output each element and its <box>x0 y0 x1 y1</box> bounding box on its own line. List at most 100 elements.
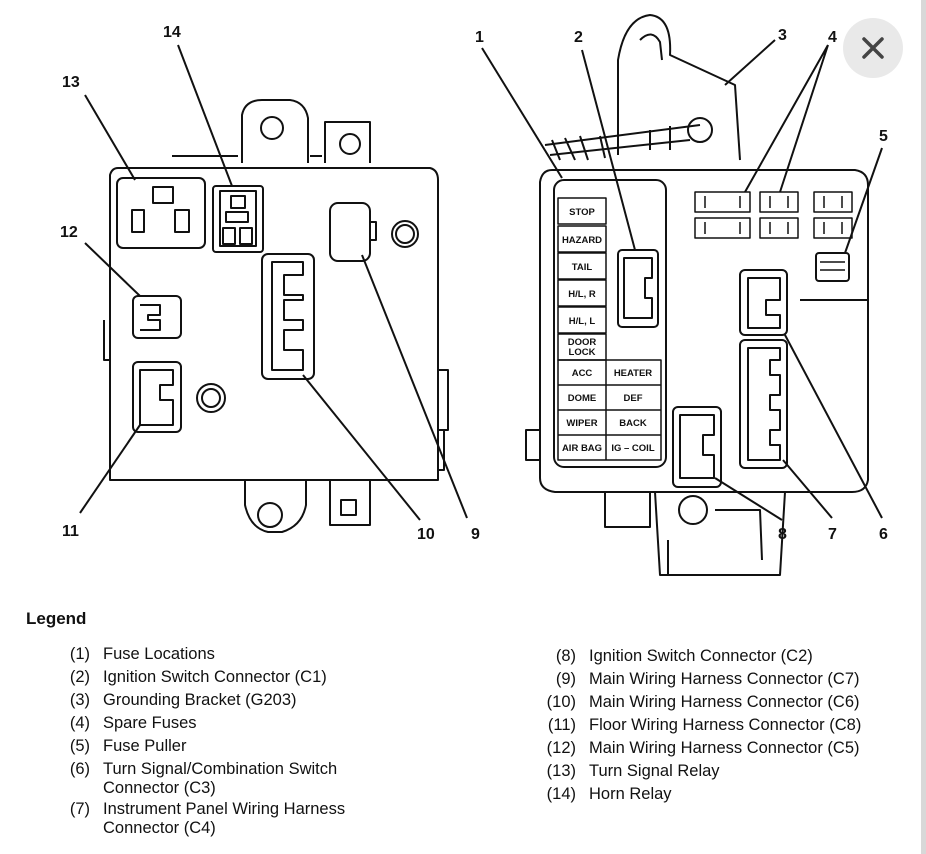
legend-text: Ignition Switch Connector (C1) <box>103 668 327 686</box>
legend-number: (5) <box>69 737 90 755</box>
turn-signal-relay <box>116 177 206 249</box>
callout-13: 13 <box>62 74 80 91</box>
fuse-label-wiper: WIPER <box>566 418 597 429</box>
mounting-tab <box>241 99 309 163</box>
fuse-label-def: DEF <box>624 393 643 404</box>
connector-c8 <box>132 361 182 433</box>
callout-5: 5 <box>879 128 888 145</box>
legend-number: (10) <box>546 693 576 711</box>
fuse-label-back: BACK <box>619 418 647 429</box>
legend-number: (14) <box>546 785 576 803</box>
legend-number: (2) <box>69 668 90 686</box>
legend-text: Turn Signal Relay <box>589 762 720 780</box>
mounting-tab <box>324 121 371 163</box>
fuse-label-stop: STOP <box>569 207 595 218</box>
legend-number: (3) <box>69 691 90 709</box>
callout-1: 1 <box>475 29 484 46</box>
callout-7: 7 <box>828 526 837 543</box>
legend-number: (11) <box>547 716 576 734</box>
legend-item: (2) Ignition Switch Connector (C1) <box>62 666 345 689</box>
close-button[interactable] <box>843 18 903 78</box>
legend-item: (9) Main Wiring Harness Connector (C7) <box>540 668 861 691</box>
fuse-panel <box>553 179 667 468</box>
legend-item: (13) Turn Signal Relay <box>540 760 861 783</box>
legend-item: (5) Fuse Puller <box>62 735 345 758</box>
grounding-bracket <box>617 14 741 161</box>
fuse-label-hl-r: H/L, R <box>568 289 596 300</box>
callout-3: 3 <box>778 27 787 44</box>
legend-text: Instrument Panel Wiring Harness Connecto… <box>103 800 346 837</box>
connector-c4 <box>739 339 788 469</box>
mounting-hole <box>339 133 361 155</box>
callout-10: 10 <box>417 526 435 543</box>
legend-number: (7) <box>69 800 90 818</box>
legend-text: Main Wiring Harness Connector (C7) <box>589 670 860 688</box>
callout-11: 11 <box>62 523 79 540</box>
horn-relay <box>212 185 264 253</box>
spare-fuses <box>694 191 853 239</box>
callout-12: 12 <box>60 224 78 241</box>
legend-left-column: (1) Fuse Locations (2) Ignition Switch Con… <box>62 643 345 838</box>
legend-right-column: (8) Ignition Switch Connector (C2) (9) Mai… <box>540 645 862 806</box>
mounting-hole <box>260 116 284 140</box>
legend-number: (4) <box>69 714 90 732</box>
legend-item: (4) Spare Fuses <box>62 712 345 735</box>
callout-14: 14 <box>163 24 181 41</box>
legend-text: Floor Wiring Harness Connector (C8) <box>589 716 862 734</box>
legend-text: Fuse Puller <box>103 737 187 755</box>
legend-item: (14) Horn Relay <box>540 783 861 806</box>
legend-text: Ignition Switch Connector (C2) <box>589 647 813 665</box>
mounting-hole <box>257 502 283 528</box>
fuse-block-diagram: 14 13 12 11 10 9 1 2 3 4 5 8 7 6 STOP HA… <box>60 14 888 576</box>
legend-item: (6) Turn Signal/Combination Switch Connec… <box>62 758 345 798</box>
legend-text: Turn Signal/Combination Switch Connector… <box>103 760 338 797</box>
callout-8: 8 <box>778 526 787 543</box>
block-body <box>109 167 439 481</box>
fuse-label-hazard: HAZARD <box>562 235 602 246</box>
fuse-label-hl-l: H/L, L <box>569 316 596 327</box>
fuse-label-tail: TAIL <box>572 262 593 273</box>
connector-c6 <box>261 253 315 380</box>
connector-c1 <box>617 249 659 328</box>
fuse-label-lock: LOCK <box>569 347 596 358</box>
legend-item: (3) Grounding Bracket (G203) <box>62 689 345 712</box>
legend-item: (12) Main Wiring Harness Connector (C5) <box>540 737 861 760</box>
legend-item: (11) Floor Wiring Harness Connector (C8) <box>540 714 861 737</box>
callout-4: 4 <box>828 29 837 46</box>
connector-c3 <box>739 269 788 336</box>
legend-text: Spare Fuses <box>103 714 197 732</box>
window-edge <box>921 0 926 854</box>
legend-number: (12) <box>546 739 576 757</box>
block-body <box>539 169 869 493</box>
legend-text: Main Wiring Harness Connector (C6) <box>589 693 860 711</box>
callout-9: 9 <box>471 526 480 543</box>
fuse-puller <box>815 252 850 282</box>
close-icon <box>862 37 884 59</box>
legend-number: (9) <box>555 670 576 688</box>
fuse-block-rear-view <box>79 44 468 533</box>
fuse-label-dome: DOME <box>568 393 597 404</box>
connector-c5 <box>132 295 182 339</box>
legend-text: Main Wiring Harness Connector (C5) <box>589 739 860 757</box>
legend-item: (10) Main Wiring Harness Connector (C6) <box>540 691 861 714</box>
legend-item: (7) Instrument Panel Wiring Harness Conne… <box>62 798 345 838</box>
legend-text: Grounding Bracket (G203) <box>103 691 297 709</box>
fuse-label-acc: ACC <box>572 368 593 379</box>
legend-number: (8) <box>555 647 576 665</box>
legend-title: Legend <box>26 609 87 628</box>
mounting-tab <box>244 480 307 533</box>
legend-text: Fuse Locations <box>103 645 215 663</box>
legend-number: (6) <box>69 760 90 778</box>
fuse-block-front-view <box>481 14 883 576</box>
connector-c7 <box>329 202 371 262</box>
connector-c2 <box>672 406 722 488</box>
legend-number: (1) <box>69 645 90 663</box>
legend-item: (1) Fuse Locations <box>62 643 345 666</box>
callout-2: 2 <box>574 29 583 46</box>
legend-text: Horn Relay <box>589 785 672 803</box>
fuse-label-door: DOOR <box>568 337 597 348</box>
legend-number: (13) <box>546 762 576 780</box>
fuse-label-ig-coil: IG – COIL <box>611 443 654 454</box>
callout-6: 6 <box>879 526 888 543</box>
